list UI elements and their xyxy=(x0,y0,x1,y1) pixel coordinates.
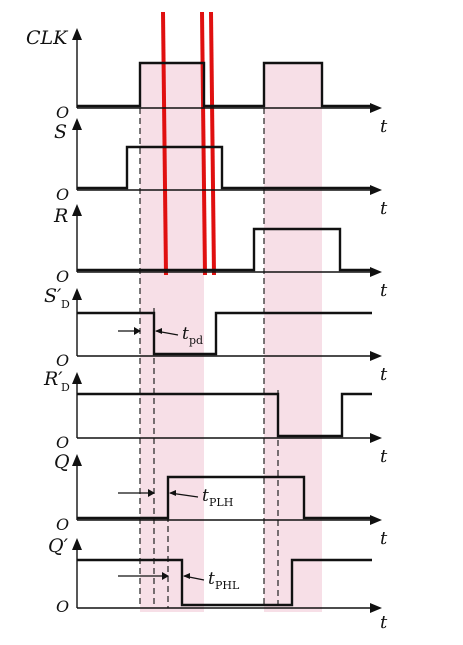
r-y-arrow xyxy=(72,204,82,216)
qn-x-arrow xyxy=(370,603,382,613)
qn-channel: Q′ O t t PHL xyxy=(48,535,388,633)
qn-origin: O xyxy=(56,597,69,616)
clock-pulse-2-shade xyxy=(264,62,322,612)
qn-y-arrow xyxy=(72,538,82,550)
qn-waveform xyxy=(77,558,372,607)
s-origin: O xyxy=(56,185,69,204)
sd-origin: O xyxy=(56,351,69,370)
clk-x-arrow xyxy=(370,103,382,113)
tplh-left-arrowhead xyxy=(148,489,155,497)
sd-waveform xyxy=(77,311,372,356)
rd-origin: O xyxy=(56,433,69,452)
sd-label: S′ xyxy=(44,285,62,307)
s-t-label: t xyxy=(380,198,388,219)
tphl-right-arrowhead xyxy=(183,573,190,579)
red-marker-2 xyxy=(200,11,207,276)
q-y-arrow xyxy=(72,454,82,466)
q-label: Q xyxy=(54,451,70,473)
clk-label: CLK xyxy=(26,27,69,49)
qn-label: Q′ xyxy=(48,535,69,557)
q-origin: O xyxy=(56,515,69,534)
clk-channel: CLK O t xyxy=(26,27,388,137)
sd-label-sub: D xyxy=(61,298,70,311)
red-marker-1 xyxy=(161,11,168,276)
q-waveform xyxy=(77,475,372,520)
tplh-right-arrowhead xyxy=(169,490,176,496)
tplh-label: t xyxy=(202,486,209,506)
r-x-arrow xyxy=(370,267,382,277)
r-waveform xyxy=(77,227,372,272)
r-t-label: t xyxy=(380,280,388,301)
rd-waveform xyxy=(77,392,372,438)
rd-label: R′ xyxy=(43,368,63,390)
s-y-arrow xyxy=(72,118,82,130)
s-x-arrow xyxy=(370,185,382,195)
rd-label-sub: D xyxy=(61,381,70,394)
tplh-label-sub: PLH xyxy=(209,496,233,509)
tpd-label-sub: pd xyxy=(189,334,203,347)
q-x-arrow xyxy=(370,515,382,525)
s-waveform xyxy=(77,145,372,190)
clk-t-label: t xyxy=(380,116,388,137)
red-marker-3 xyxy=(209,11,216,276)
sd-x-arrow xyxy=(370,351,382,361)
rd-x-arrow xyxy=(370,433,382,443)
r-origin: O xyxy=(56,267,69,286)
tphl-label: t xyxy=(208,569,215,589)
clk-waveform xyxy=(77,61,372,108)
rd-t-label: t xyxy=(380,446,388,467)
q-t-label: t xyxy=(380,528,388,549)
sd-channel: S′ D O t t pd xyxy=(44,285,388,385)
s-channel: S O t xyxy=(54,118,388,219)
tpd-right-arrowhead xyxy=(155,328,162,334)
tphl-label-sub: PHL xyxy=(215,579,240,592)
sd-y-arrow xyxy=(72,288,82,300)
qn-t-label: t xyxy=(380,612,388,633)
tpd-label: t xyxy=(182,324,189,344)
sd-t-label: t xyxy=(380,364,388,385)
s-label: S xyxy=(54,121,67,143)
clk-origin: O xyxy=(56,103,69,122)
r-label: R xyxy=(53,205,68,227)
clk-y-arrow xyxy=(72,28,82,40)
rd-channel: R′ D O t xyxy=(43,368,388,467)
tphl-left-arrowhead xyxy=(162,572,169,580)
r-channel: R O t xyxy=(53,204,388,301)
tpd-left-arrowhead xyxy=(134,327,141,335)
q-channel: Q O t t PLH xyxy=(54,451,388,549)
rd-y-arrow xyxy=(72,372,82,384)
